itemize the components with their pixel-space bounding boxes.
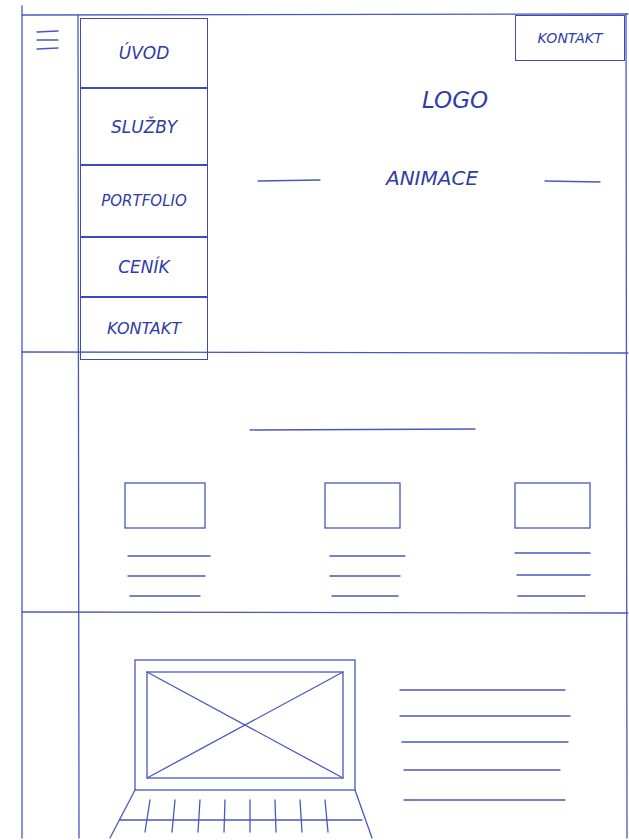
section-line: [22, 352, 628, 353]
hamburger-icon: [37, 31, 58, 32]
nav-label: KONTAKT: [107, 319, 181, 338]
image-box: [515, 483, 590, 528]
nav-label: SLUŽBY: [111, 117, 177, 137]
menu-box: ÚVOD: [80, 18, 208, 88]
text-lines: [128, 553, 590, 596]
dash-line: [545, 181, 600, 182]
nav-label: PORTFOLIO: [101, 192, 186, 210]
logo-label: LOGO: [422, 87, 488, 113]
laptop-illustration: [110, 660, 372, 838]
menu-box: KONTAKT: [80, 297, 208, 360]
nav-label: ÚVOD: [119, 43, 170, 63]
menu-box: SLUŽBY: [80, 88, 208, 165]
menu-box: CENÍK: [80, 237, 208, 297]
nav-label: KONTAKT: [538, 30, 603, 46]
section-line: [22, 612, 628, 613]
nav-label: CENÍK: [118, 257, 170, 277]
animation-label: ANIMACE: [386, 166, 478, 190]
menu-box: KONTAKT: [515, 15, 625, 61]
hamburger-icon: [37, 39, 58, 40]
image-box: [325, 483, 400, 528]
image-box: [125, 483, 205, 528]
heading-line: [250, 429, 475, 430]
dash-line: [258, 180, 320, 181]
frame-line: [21, 6, 22, 838]
frame-line: [626, 14, 627, 838]
sidebar-line: [78, 15, 79, 838]
text-lines: [400, 690, 570, 800]
menu-box: PORTFOLIO: [80, 165, 208, 237]
hamburger-icon: [37, 48, 58, 49]
